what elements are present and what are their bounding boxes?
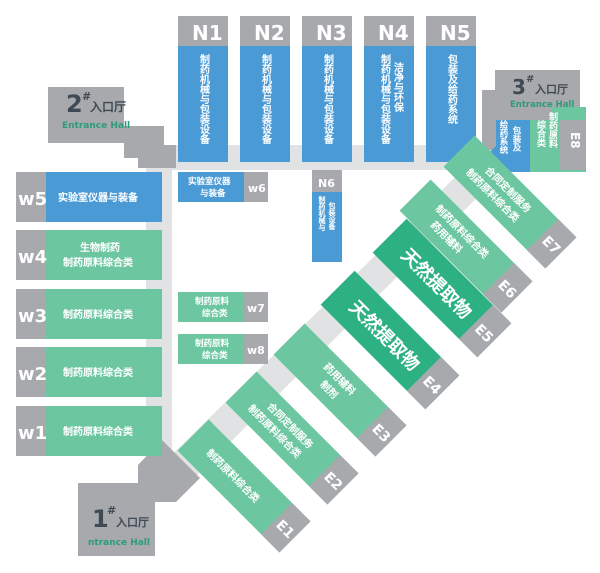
hall-w8[interactable]: 制药原料 综合类 w8 <box>178 334 268 364</box>
hall-w1-label: 制药原料综合类 <box>63 425 133 438</box>
hall-w4[interactable]: w4 生物制药 制药原料综合类 <box>16 230 162 280</box>
hall-n5-label: 包装及给药系统 <box>446 53 459 125</box>
hall-w8-label2: 综合类 <box>202 350 228 361</box>
hall-w6[interactable]: 实验室仪器 与装备 w6 <box>178 172 268 202</box>
hall-w4-code: w4 <box>18 247 47 268</box>
hall-n4-label: 制药机械与包装设备 <box>379 53 392 145</box>
hall-w6-code: w6 <box>248 182 266 195</box>
hall1-number: 1 <box>92 505 109 533</box>
hall-n6-label: 制药机械与 <box>318 195 326 232</box>
hall-e8-corridor: 包装及 <box>511 125 522 152</box>
hall-n6-label2: 包装设备 <box>328 201 337 231</box>
hall-n4[interactable]: N4 制药机械与包装设备 洁净与环保 <box>364 16 414 162</box>
hall-e8-label: 制药原料 <box>547 111 558 149</box>
hall-n3-code: N3 <box>316 21 347 45</box>
hall-e2[interactable]: 合同定制服务 制药原料综合类 E2 <box>225 371 359 505</box>
hall-n5[interactable]: N5 包装及给药系统 <box>426 16 476 162</box>
hall-w1-code: w1 <box>18 423 47 444</box>
hall-w3-label: 制药原料综合类 <box>63 308 133 321</box>
hall-w2-code: w2 <box>18 364 47 385</box>
hall-n2[interactable]: N2 制药机械与包装设备 <box>240 16 290 162</box>
hall-n3[interactable]: N3 制药机械与包装设备 <box>302 16 352 162</box>
hall-w1[interactable]: w1 制药原料综合类 <box>16 406 162 456</box>
hall-w7-label2: 综合类 <box>202 308 228 319</box>
hall-w4-label: 生物制药 <box>80 241 120 254</box>
hall1-en: ntrance Hall <box>88 538 150 548</box>
hall-w3[interactable]: w3 制药原料综合类 <box>16 289 162 339</box>
hall-n4-code: N4 <box>378 21 409 45</box>
hall-w5[interactable]: w5 实验室仪器与装备 <box>16 172 162 222</box>
hall-n2-label: 制药机械与包装设备 <box>260 53 273 145</box>
hall-n6-code: N6 <box>318 177 335 190</box>
hall-w8-code: w8 <box>247 344 265 357</box>
hall2-suffix: # <box>82 90 91 103</box>
hall-n1-label: 制药机械与包装设备 <box>198 53 211 145</box>
hall1-label: 入口厅 <box>116 516 149 529</box>
entrance-hall-1[interactable]: 1 # 入口厅 ntrance Hall <box>78 440 200 556</box>
hall-w2-label: 制药原料综合类 <box>63 366 133 379</box>
hall-w6-label2: 与装备 <box>200 188 226 199</box>
hall1-suffix: # <box>107 504 116 517</box>
hall2-label: 入口厅 <box>90 100 126 114</box>
hall-e8[interactable]: 包装及 给药系统 制药原料 综合类 E8 <box>470 107 586 172</box>
hall-e8-corridor2: 给药系统 <box>498 119 508 155</box>
hall3-en: Entrance Hall <box>510 100 574 110</box>
entrance-hall-2[interactable]: 2 # 入口厅 Entrance Hall <box>48 87 176 168</box>
hall-e8-code: E8 <box>568 132 582 149</box>
hall-w2[interactable]: w2 制药原料综合类 <box>16 347 162 397</box>
hall-w7-code: w7 <box>247 302 265 315</box>
hall-n2-code: N2 <box>254 21 285 45</box>
hall-e8-label2: 综合类 <box>535 119 546 148</box>
hall-n4-label2: 洁净与环保 <box>392 61 405 113</box>
hall-w5-label: 实验室仪器与装备 <box>58 191 139 204</box>
hall3-label: 入口厅 <box>535 83 568 96</box>
hall-n1-code: N1 <box>192 21 223 45</box>
entrance-hall-3[interactable]: 3 # 入口厅 Entrance Hall <box>482 70 580 150</box>
hall2-number: 2 <box>66 90 83 118</box>
west-halls: w5 实验室仪器与装备 w4 生物制药 制药原料综合类 w3 制药原料综合类 w… <box>16 172 162 456</box>
hall-n5-code: N5 <box>440 21 471 45</box>
hall-n1[interactable]: N1 制药机械与包装设备 <box>178 16 228 162</box>
hall-w7-label: 制药原料 <box>195 296 230 307</box>
hall-n3-label: 制药机械与包装设备 <box>322 53 335 145</box>
hall-w8-label: 制药原料 <box>195 338 230 349</box>
hall-e3[interactable]: 药用辅料 制剂 E3 <box>273 323 407 457</box>
hall-n6[interactable]: N6 制药机械与 包装设备 <box>312 170 342 262</box>
hall3-suffix: # <box>526 74 534 85</box>
hall3-number: 3 <box>512 75 526 99</box>
hall-w3-code: w3 <box>18 306 47 327</box>
hall-w4-label2: 制药原料综合类 <box>63 256 133 269</box>
hall2-en: Entrance Hall <box>62 121 130 131</box>
hall-w6-label: 实验室仪器 <box>188 176 231 187</box>
north-halls: N1 制药机械与包装设备 N2 制药机械与包装设备 N3 制药机械与包装设备 N… <box>178 16 476 162</box>
hall-w5-code: w5 <box>18 189 47 210</box>
hall-w7[interactable]: 制药原料 综合类 w7 <box>178 292 268 322</box>
